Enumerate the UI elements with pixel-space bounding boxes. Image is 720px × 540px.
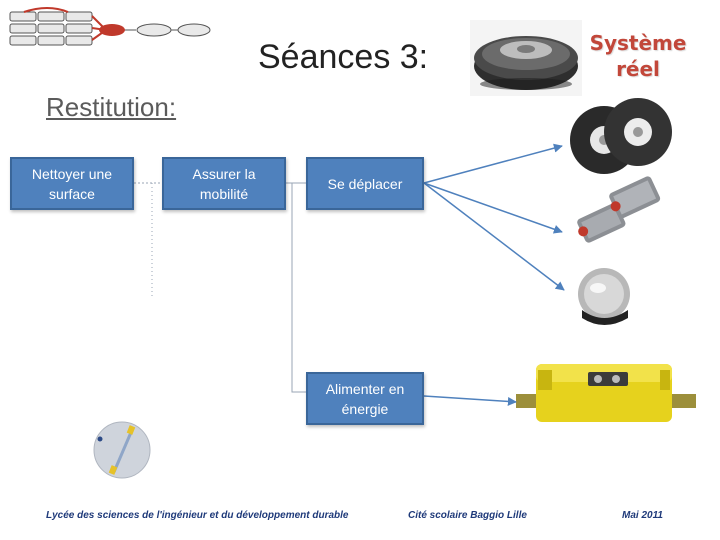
function-label: Nettoyer une surface <box>31 165 113 202</box>
function-box-clean-surface: Nettoyer une surface <box>10 157 134 210</box>
slide-title: Séances 3: <box>258 38 429 76</box>
footer-date: Mai 2011 <box>622 510 663 521</box>
wheel-schema-icon <box>93 421 151 479</box>
system-real-label: Système réel <box>589 31 687 81</box>
function-box-power-supply: Alimenter en énergie <box>306 372 424 425</box>
wheels-icon <box>570 98 672 174</box>
battery-icon <box>516 364 696 422</box>
robot-vacuum-icon <box>470 20 582 96</box>
function-label: Assurer la mobilité <box>192 165 256 202</box>
footer-school: Lycée des sciences de l'ingénieur et du … <box>46 510 349 521</box>
footer-campus: Cité scolaire Baggio Lille <box>408 510 527 521</box>
function-label: Alimenter en énergie <box>325 380 405 417</box>
function-box-ensure-mobility: Assurer la mobilité <box>162 157 286 210</box>
motors-icon <box>577 176 661 243</box>
mindmap-icon <box>9 7 211 46</box>
arrow-to-wheels <box>423 143 563 184</box>
restitution-heading: Restitution: <box>46 92 177 122</box>
arrow-to-battery <box>423 395 517 406</box>
function-box-move: Se déplacer <box>306 157 424 210</box>
function-label: Se déplacer <box>327 175 403 192</box>
arrow-to-motors <box>423 182 563 234</box>
caster-wheel-icon <box>578 268 630 325</box>
arrow-to-caster <box>423 182 565 291</box>
